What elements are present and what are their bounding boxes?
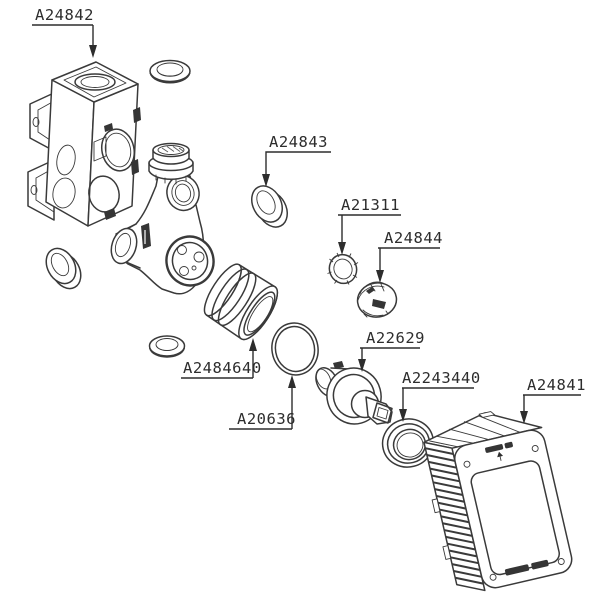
part-label: A24843 <box>269 133 328 151</box>
callout-a24843: A24843 <box>262 133 331 187</box>
leader-arrow-icon <box>338 242 346 255</box>
cartridge-a22629-drawing <box>315 361 393 425</box>
leader-arrow-icon <box>520 411 528 424</box>
o-ring-a21311-drawing <box>327 252 359 285</box>
part-label: A2484640 <box>183 359 262 377</box>
sleeve-drawing <box>203 263 279 341</box>
part-label: A21311 <box>341 196 400 214</box>
part-label: A24841 <box>527 376 586 394</box>
part-label: A22629 <box>366 329 425 347</box>
leader-arrow-icon <box>376 270 384 283</box>
part-label: A2243440 <box>402 369 481 387</box>
callout-a20636: A20636 <box>229 375 296 430</box>
part-label: A24844 <box>384 229 443 247</box>
leader-arrow-icon <box>399 409 407 422</box>
o-ring-a24843-drawing <box>251 185 288 228</box>
o-ring-a20636-drawing <box>271 322 319 376</box>
cap-a24844-drawing <box>356 281 398 318</box>
callout-a24842: A24842 <box>32 6 97 58</box>
trim-ring-lower-drawing <box>148 335 186 358</box>
valve-body-drawing <box>110 142 215 295</box>
callout-a2484640: A2484640 <box>181 338 262 379</box>
leader-arrow-icon <box>358 359 366 372</box>
callout-a22629: A22629 <box>358 329 425 372</box>
part-label: A24842 <box>35 6 94 24</box>
callout-a24844: A24844 <box>376 229 443 283</box>
cover-a24841-drawing <box>423 411 573 592</box>
leader-arrow-icon <box>288 375 296 388</box>
callout-a21311: A21311 <box>338 196 401 255</box>
leader-arrow-icon <box>262 174 270 187</box>
callouts: A24842 A24843 A21311 A24844 A22629 A2243… <box>32 6 586 430</box>
leader-arrow-icon <box>89 45 97 58</box>
part-label: A20636 <box>237 410 296 428</box>
trim-ring-top-drawing <box>149 59 191 84</box>
housing-drawing <box>27 61 141 227</box>
o-ring-left-drawing <box>45 247 82 290</box>
leader-arrow-icon <box>249 338 257 351</box>
seat-ring-a2243440-drawing <box>381 418 435 468</box>
callout-a24841: A24841 <box>520 376 586 424</box>
callout-a2243440: A2243440 <box>399 369 481 422</box>
